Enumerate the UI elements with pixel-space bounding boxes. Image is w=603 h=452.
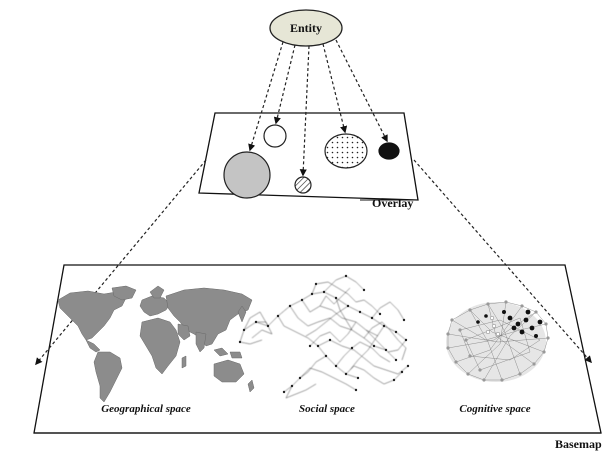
space-label-cognitive: Cognitive space	[459, 403, 530, 415]
overlay-symbols	[223, 124, 400, 199]
black-circle-symbol	[378, 142, 400, 160]
cognitive-network-image	[446, 300, 550, 382]
entity-label: Entity	[290, 21, 322, 35]
entity-arrows	[248, 39, 388, 177]
overlay-label: Overlay	[372, 196, 413, 210]
social-network-nodes	[238, 274, 410, 394]
hatched-circle-symbol	[294, 176, 312, 194]
projection-arrows	[35, 159, 592, 366]
entity-node: Entity	[269, 9, 343, 47]
basemap-label: Basemap	[555, 437, 602, 451]
space-label-geographical: Geographical space	[101, 403, 191, 415]
grey-circle-symbol	[223, 151, 271, 199]
white-circle-symbol	[263, 124, 287, 148]
world-map-image	[57, 285, 255, 403]
space-label-social: Social space	[299, 403, 355, 415]
dotted-circle-symbol	[324, 133, 368, 169]
